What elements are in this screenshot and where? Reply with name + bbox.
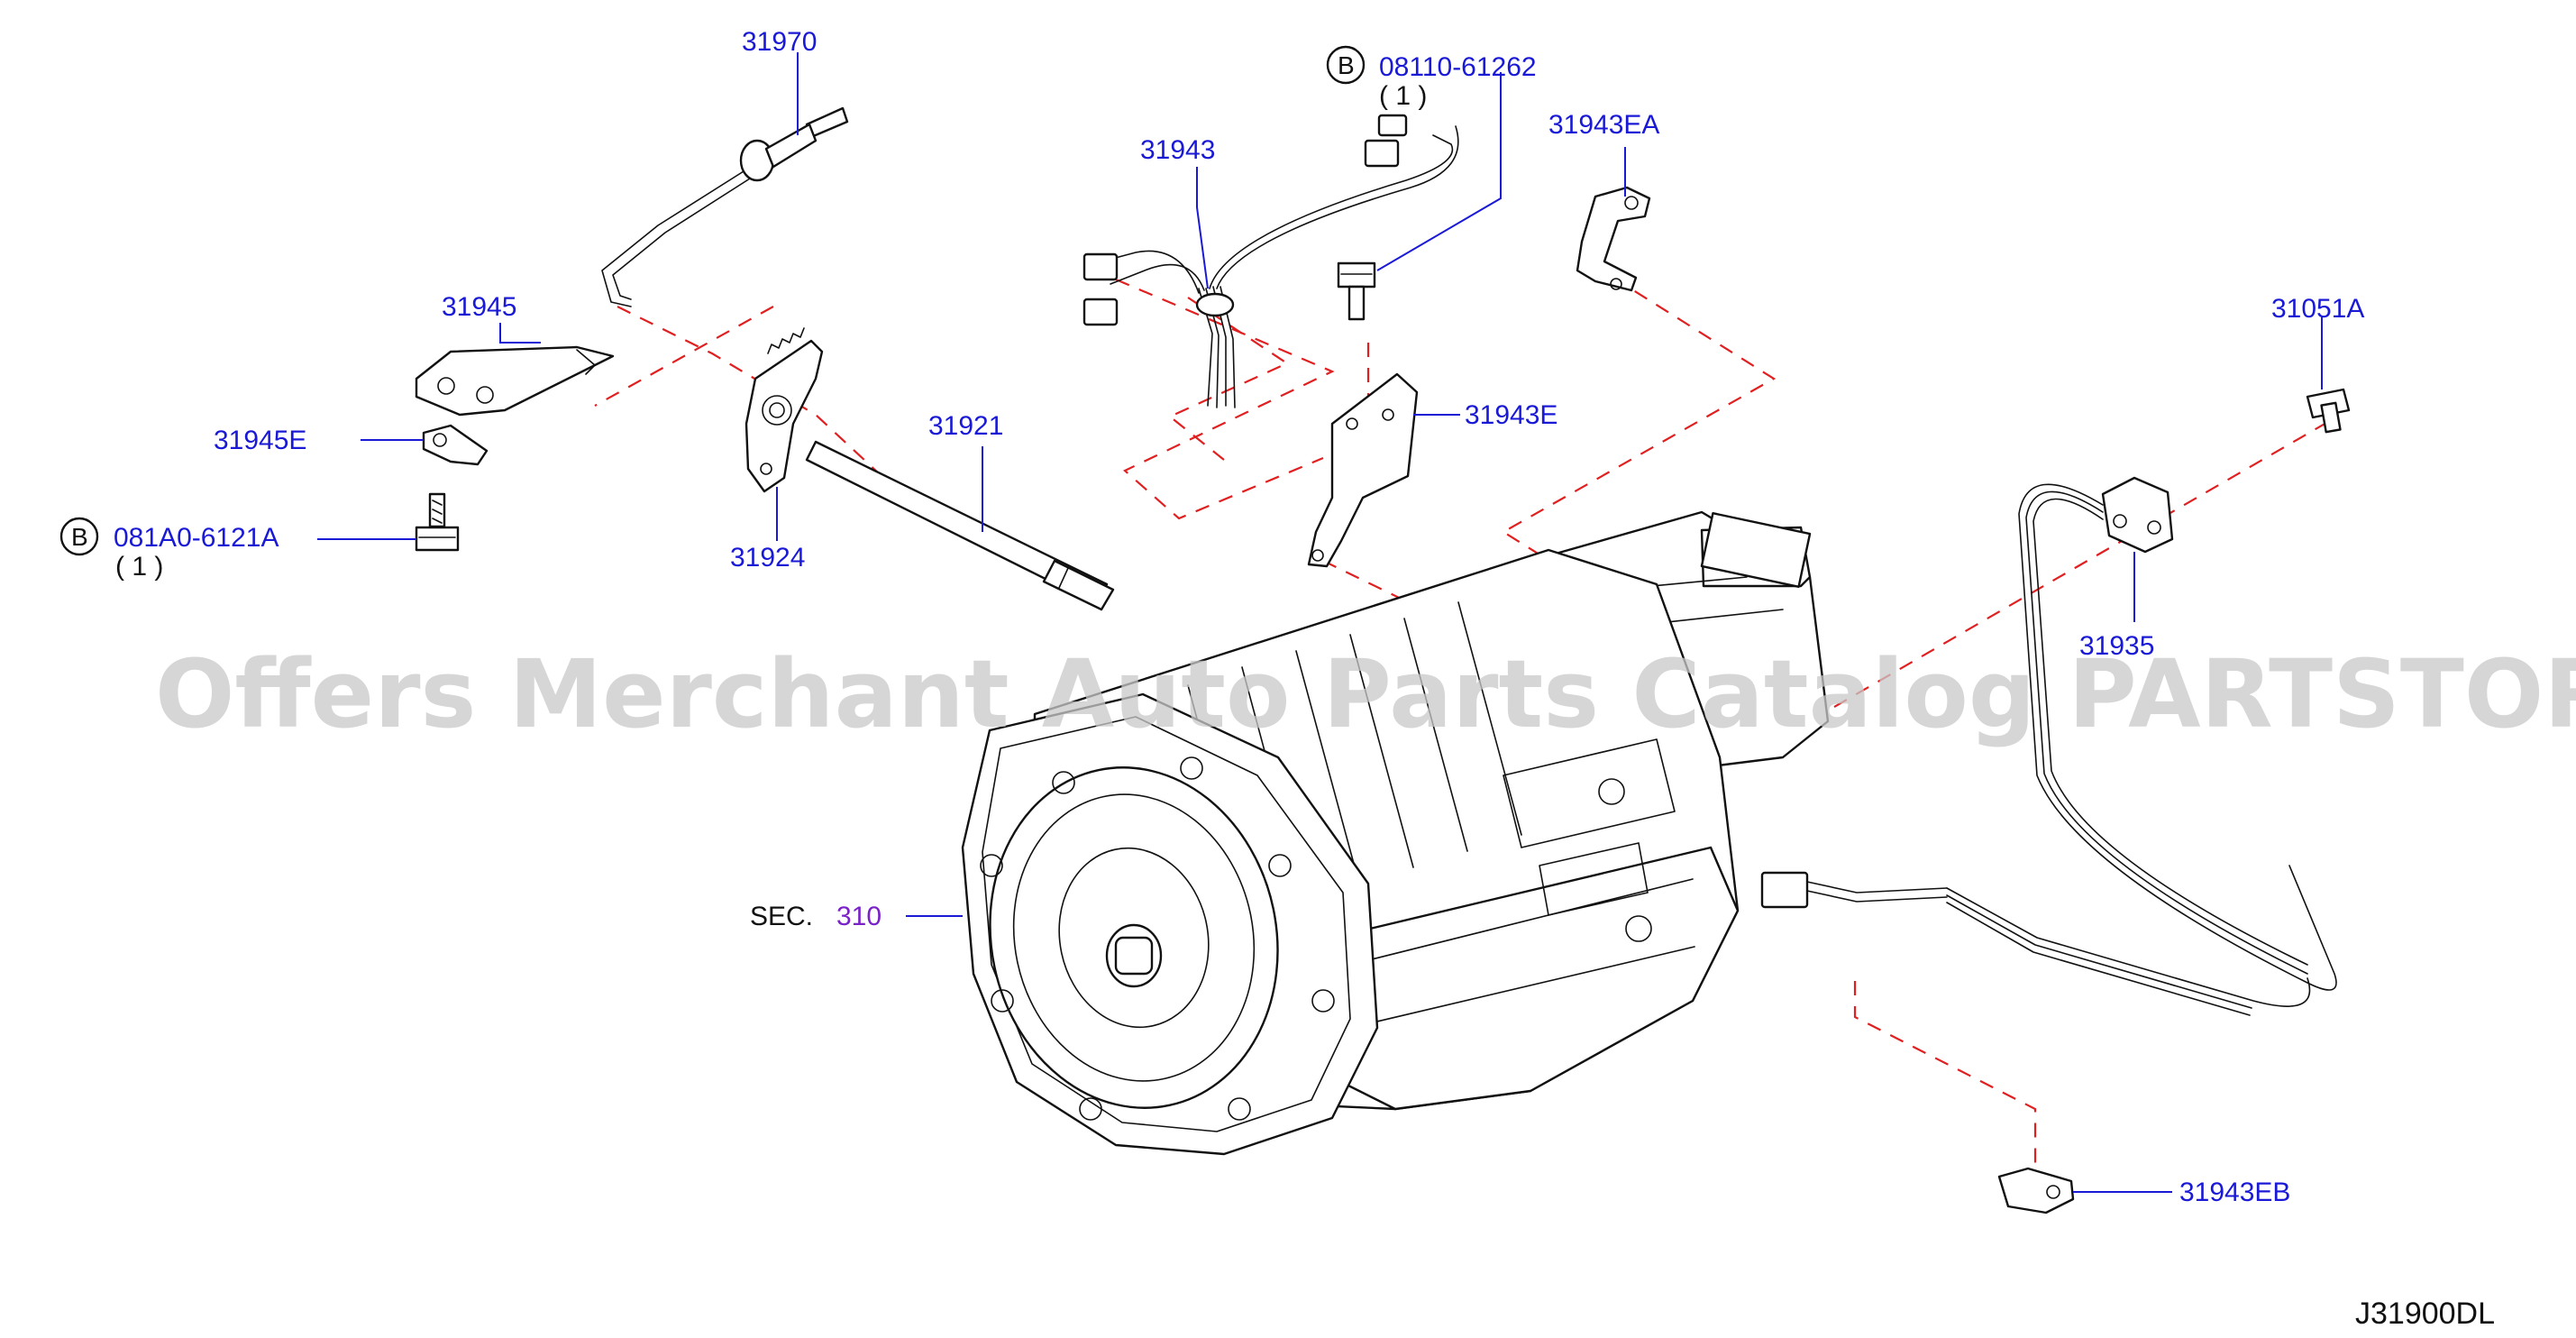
label-31943[interactable]: 31943	[1140, 135, 1215, 165]
part-31943E-bracket	[1307, 372, 1419, 568]
part-081a0-bolt	[415, 492, 460, 552]
part-31935-sensor	[1760, 476, 2337, 1016]
part-31924-sector	[744, 327, 824, 493]
label-31943eb[interactable]: 31943EB	[2179, 1178, 2290, 1207]
part-08110-bolt	[1337, 261, 1376, 321]
transmission-assembly	[961, 510, 1830, 1156]
label-31051a[interactable]: 31051A	[2271, 294, 2364, 324]
part-31943EA-bracket	[1576, 186, 1651, 292]
badge-letter-b-2: B	[1338, 51, 1355, 79]
label-31921[interactable]: 31921	[928, 411, 1003, 441]
b-badge-icon	[59, 517, 99, 556]
diagram-code: J31900DL	[2355, 1297, 2495, 1331]
label-31970[interactable]: 31970	[742, 27, 817, 57]
part-31051A-bolt	[2306, 388, 2351, 434]
label-31924[interactable]: 31924	[730, 543, 805, 573]
label-31943ea[interactable]: 31943EA	[1548, 110, 1659, 140]
label-31945[interactable]: 31945	[442, 292, 516, 322]
part-31970-rod	[601, 106, 849, 307]
part-31943-harness	[1082, 114, 1459, 408]
label-31945E[interactable]: 31945E	[214, 426, 306, 455]
b-badge-icon-2	[1326, 45, 1366, 85]
label-08110-61262[interactable]: 08110-61262	[1379, 52, 1537, 82]
part-31921-shaft	[805, 440, 1115, 611]
callout-labels: 31970 31945 31945E B 081A0-6121A ( 1 ) 3…	[59, 27, 2495, 1331]
part-31945E-plate	[422, 424, 489, 466]
part-31943EB-clip	[1997, 1167, 2075, 1214]
label-31935[interactable]: 31935	[2079, 631, 2154, 661]
section-prefix: SEC.	[750, 902, 813, 931]
label-31943e[interactable]: 31943E	[1465, 400, 1557, 430]
callout-leaders	[317, 52, 2323, 1193]
part-31945-bracket	[415, 345, 615, 417]
label-081a0-6121a[interactable]: 081A0-6121A	[114, 523, 279, 553]
qty-08110: ( 1 )	[1379, 81, 1427, 111]
badge-letter-b: B	[71, 523, 88, 551]
watermark-text: Offers Merchant Auto Parts Catalog PARTS…	[155, 639, 2576, 749]
section-number-link[interactable]: 310	[836, 902, 882, 931]
qty-081a0: ( 1 )	[115, 552, 163, 582]
